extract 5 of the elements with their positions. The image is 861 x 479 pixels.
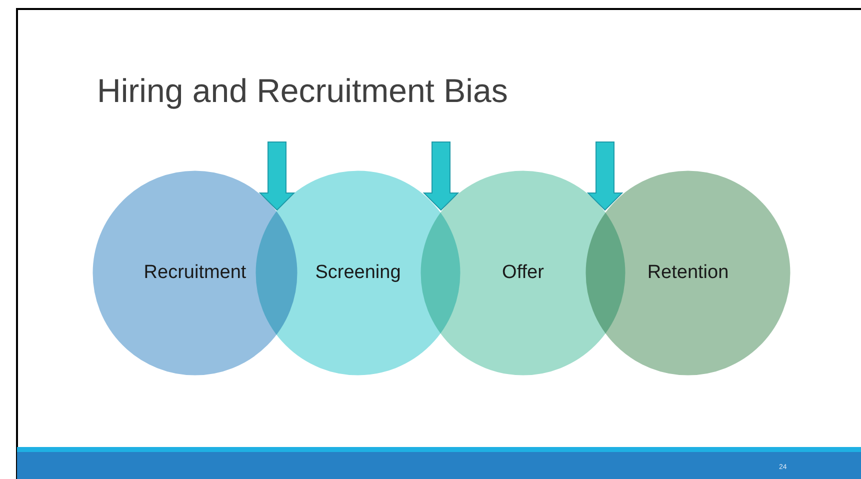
stage-label: Screening (315, 262, 401, 284)
stage-label: Recruitment (144, 262, 246, 284)
stage-label: Retention (647, 262, 729, 284)
slide-title: Hiring and Recruitment Bias (97, 72, 508, 110)
stage-label: Offer (502, 262, 544, 284)
